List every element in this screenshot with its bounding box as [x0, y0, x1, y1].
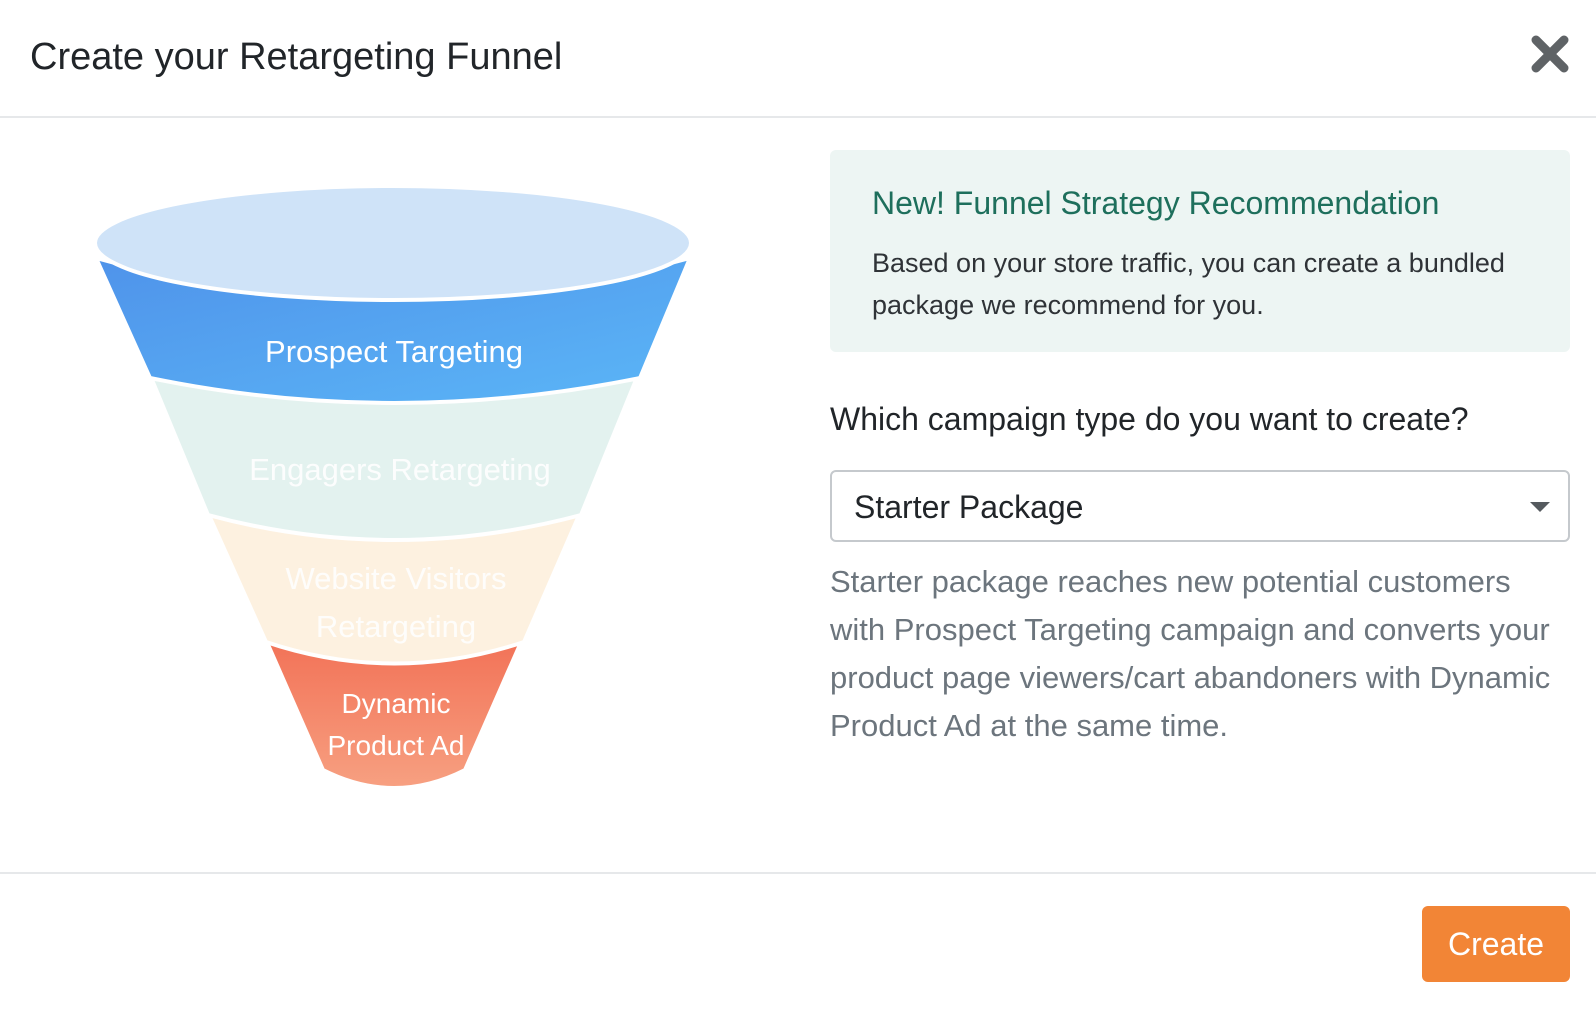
funnel-svg: Prospect Targeting Engagers Retargeting …: [92, 184, 694, 790]
funnel-label-website-visitors-2: Retargeting: [316, 609, 476, 644]
close-icon: [1531, 35, 1569, 73]
funnel-label-engagers: Engagers Retargeting: [249, 452, 551, 487]
funnel-label-dynamic-2: Product Ad: [328, 730, 465, 761]
chevron-down-icon: [1530, 502, 1550, 512]
create-button[interactable]: Create: [1422, 906, 1570, 982]
recommendation-title: New! Funnel Strategy Recommendation: [872, 185, 1440, 221]
recommendation-box: New! Funnel Strategy Recommendation Base…: [830, 150, 1570, 352]
recommendation-text: Based on your store traffic, you can cre…: [872, 248, 1505, 320]
modal-header: Create your Retargeting Funnel: [0, 0, 1596, 118]
campaign-type-question: Which campaign type do you want to creat…: [830, 401, 1469, 437]
campaign-type-selected: Starter Package: [854, 489, 1084, 525]
modal-footer-divider: [0, 872, 1596, 874]
funnel-label-dynamic-1: Dynamic: [342, 688, 451, 719]
campaign-description: Starter package reaches new potential cu…: [830, 564, 1551, 743]
funnel-top: [93, 184, 693, 302]
funnel-label-prospect: Prospect Targeting: [265, 334, 523, 369]
campaign-type-select[interactable]: Starter Package: [830, 470, 1570, 542]
funnel-illustration: Prospect Targeting Engagers Retargeting …: [90, 180, 710, 810]
close-button[interactable]: [1528, 32, 1572, 76]
modal-title: Create your Retargeting Funnel: [30, 36, 563, 78]
funnel-label-website-visitors-1: Website Visitors: [285, 561, 506, 596]
